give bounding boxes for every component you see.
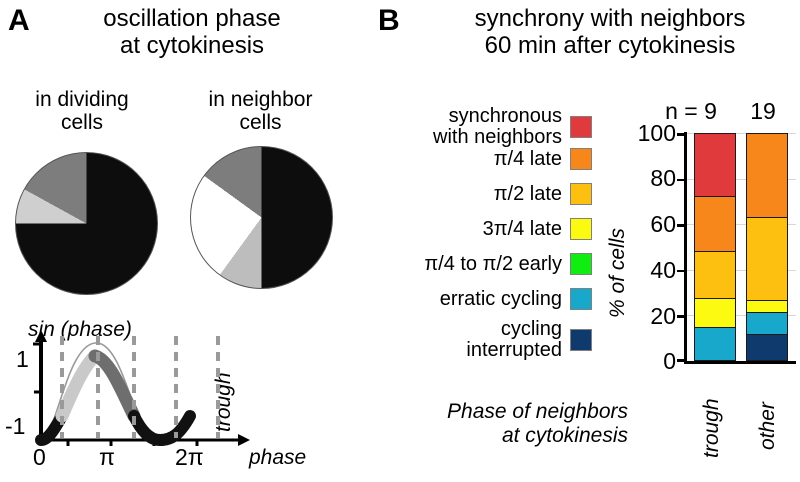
- ytick-mark-80: [677, 178, 685, 182]
- ytick-100: 100: [637, 120, 676, 146]
- bar-other[interactable]: [746, 133, 788, 361]
- sine-plot-svg: [33, 330, 250, 447]
- sine-segment-trough-end: [128, 410, 196, 447]
- bar-segment-pi2-late: [695, 251, 735, 299]
- ytick-mark-20: [677, 315, 685, 318]
- sample-size-bar-2: 19: [750, 98, 776, 124]
- panel-a-letter: A: [8, 4, 30, 37]
- ytick-mark-40: [677, 269, 685, 273]
- bar-segment-interrupted: [747, 335, 787, 360]
- gridline-80: [684, 178, 796, 180]
- panel-b-letter: B: [378, 4, 400, 37]
- bar-segment-3pi4-late: [695, 299, 735, 329]
- sample-size-bar-1: n = 9: [648, 100, 734, 123]
- bar-chart-yaxis-spine: [684, 132, 687, 362]
- pie-1-heading: in dividing cells: [35, 88, 129, 135]
- pie-chart-dividing-cells: [15, 152, 158, 295]
- legend-label: synchronous with neighbors: [433, 105, 562, 148]
- legend-item-3pi4-late[interactable]: 3π/4 late: [380, 218, 592, 240]
- n-prefix: n =: [665, 98, 705, 124]
- sine-yaxis-arrow: [35, 330, 47, 342]
- sine-xtick-pi: π: [99, 444, 115, 470]
- n-value-trough: 9: [704, 98, 717, 124]
- legend-label: π/2 late: [493, 182, 562, 205]
- sine-plot-xlabel: phase: [249, 446, 307, 469]
- legend-item-early[interactable]: π/4 to π/2 early: [380, 253, 592, 275]
- ytick-60: 60: [650, 211, 676, 237]
- ytick-80: 80: [650, 165, 676, 191]
- sine-plot-ylabel: sin (phase): [28, 318, 132, 341]
- bar-category-label-trough: trough: [700, 398, 723, 458]
- sine-ytick-top: 1: [16, 346, 29, 372]
- pie-chart-neighbor-cells: [190, 146, 333, 289]
- bar-segment-3pi4-late: [747, 301, 787, 313]
- bar-chart-plot-area: [677, 132, 796, 364]
- legend-swatch-early: [570, 253, 592, 275]
- ytick-20: 20: [650, 303, 676, 329]
- sine-xtick-2pi: 2π: [175, 444, 204, 470]
- bar-chart-xaxis-spine: [684, 361, 796, 364]
- sine-segment-rising: [55, 349, 102, 423]
- pie-2-heading: in neighbor cells: [208, 88, 313, 135]
- ytick-mark-100: [677, 133, 685, 136]
- bar-segment-pi4-late: [695, 197, 735, 252]
- legend-swatch-3pi4-late: [570, 218, 592, 240]
- sine-segment-falling: [88, 349, 141, 423]
- ytick-0: 0: [663, 348, 676, 374]
- legend-label: 3π/4 late: [482, 217, 562, 240]
- legend-swatch-pi4-late: [570, 148, 592, 170]
- legend-label: π/4 late: [493, 147, 562, 170]
- sine-ytick-bottom: -1: [5, 413, 26, 439]
- gridline-100: [684, 133, 796, 134]
- panel-a-title: oscillation phase at cytokinesis: [103, 5, 281, 59]
- bar-segment-erratic: [747, 312, 787, 336]
- legend-item-pi2-late[interactable]: π/2 late: [380, 183, 592, 205]
- legend-item-pi4-late[interactable]: π/4 late: [380, 148, 592, 170]
- legend-swatch-pi2-late: [570, 183, 592, 205]
- legend-label: π/4 to π/2 early: [424, 252, 562, 275]
- legend-item-synchronous[interactable]: synchronous with neighbors: [380, 106, 592, 148]
- legend-swatch-interrupted: [570, 329, 592, 351]
- bar-segment-synchronous: [695, 134, 735, 198]
- gridline-60: [684, 224, 796, 226]
- legend-swatch-erratic: [570, 288, 592, 310]
- bar-segment-pi2-late: [747, 217, 787, 302]
- legend-item-erratic[interactable]: erratic cycling: [380, 288, 592, 310]
- legend: synchronous with neighbors π/4 late π/2 …: [380, 100, 592, 362]
- ytick-mark-0: [677, 359, 685, 362]
- bar-trough[interactable]: [694, 133, 736, 361]
- legend-swatch-synchronous: [570, 116, 592, 138]
- gridline-40: [684, 269, 796, 271]
- ytick-mark-60: [677, 224, 685, 227]
- bar-chart-xaxis-caption: Phase of neighbors at cytokinesis: [447, 400, 628, 448]
- legend-label: cycling interrupted: [466, 318, 562, 361]
- bar-segment-pi4-late: [747, 133, 787, 218]
- bar-chart-ylabel: % of cells: [606, 228, 629, 318]
- legend-item-interrupted[interactable]: cycling interrupted: [380, 319, 592, 361]
- ytick-40: 40: [650, 257, 676, 283]
- sine-xaxis-arrow: [238, 434, 250, 446]
- bar-segment-erratic: [695, 328, 735, 360]
- panel-b-title: synchrony with neighbors 60 min after cy…: [474, 5, 746, 59]
- sine-xtick-0: 0: [33, 444, 46, 470]
- gridline-20: [684, 315, 796, 317]
- bar-category-label-other: other: [756, 402, 779, 450]
- legend-label: erratic cycling: [439, 287, 562, 310]
